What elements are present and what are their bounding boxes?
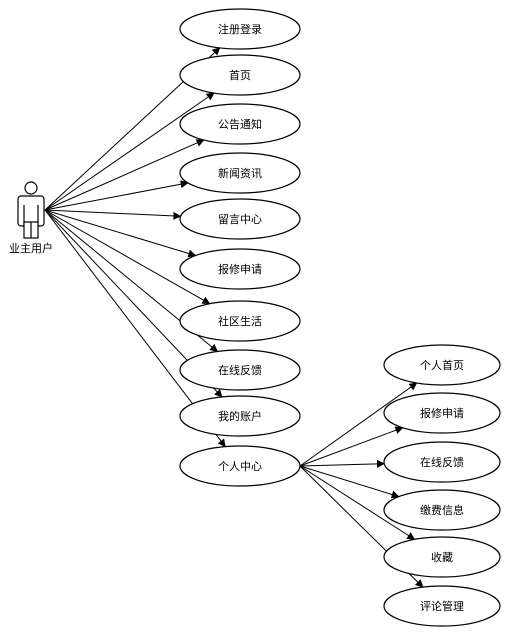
- edge-actor-to-usecase-6: [44, 209, 211, 305]
- use-case-1: 首页: [179, 54, 301, 96]
- use-case-6-label: 社区生活: [218, 314, 262, 328]
- use-case-4: 留言中心: [179, 198, 301, 240]
- use-case-7-label: 在线反馈: [218, 363, 262, 377]
- sub-use-case-0-label: 个人首页: [420, 358, 464, 372]
- use-case-5-ellipse: [179, 248, 301, 290]
- edge-personal-center-to-sub-0: [299, 382, 418, 467]
- use-case-0: 注册登录: [179, 8, 301, 50]
- use-case-8-ellipse: [179, 395, 301, 437]
- edge-actor-to-usecase-4: [44, 209, 182, 220]
- edge-actor-to-usecase-3: [44, 180, 189, 211]
- use-case-3-label: 新闻资讯: [218, 166, 262, 180]
- use-case-9-label: 个人中心: [218, 460, 262, 473]
- sub-use-case-2: 在线反馈: [383, 441, 501, 483]
- nodes: 注册登录首页公告通知新闻资讯留言中心报修申请社区生活在线反馈我的账户个人中心个人…: [179, 8, 501, 627]
- edge-actor-to-usecase-5: [44, 209, 197, 258]
- use-case-7-ellipse: [179, 349, 301, 391]
- use-case-1-ellipse: [179, 54, 301, 96]
- use-case-5: 报修申请: [179, 248, 301, 290]
- edge-personal-center-to-sub-1: [299, 426, 404, 467]
- use-case-0-label: 注册登录: [218, 22, 262, 36]
- use-case-4-label: 留言中心: [218, 213, 262, 226]
- edge-personal-center-to-sub-2: [299, 459, 385, 468]
- sub-use-case-0: 个人首页: [383, 344, 501, 386]
- sub-use-case-5: 评论管理: [383, 585, 501, 627]
- use-case-6-ellipse: [179, 300, 301, 342]
- edge-actor-to-usecase-1: [44, 92, 215, 211]
- use-case-0-ellipse: [179, 8, 301, 50]
- user-actor-icon: [17, 181, 45, 239]
- sub-use-case-3-label: 缴费信息: [420, 503, 464, 517]
- sub-use-case-4-label: 收藏: [431, 550, 453, 564]
- use-case-1-label: 首页: [229, 68, 251, 82]
- sub-use-case-4-ellipse: [383, 536, 501, 578]
- edge-personal-center-to-sub-3: [299, 465, 400, 499]
- use-case-7: 在线反馈: [179, 349, 301, 391]
- sub-use-case-1-ellipse: [383, 392, 501, 434]
- use-case-9-ellipse: [179, 445, 301, 487]
- sub-use-case-5-label: 评论管理: [420, 599, 464, 613]
- use-case-2-ellipse: [179, 103, 301, 145]
- use-case-3: 新闻资讯: [179, 152, 301, 194]
- sub-use-case-5-ellipse: [383, 585, 501, 627]
- use-case-2-label: 公告通知: [218, 117, 262, 131]
- use-case-9: 个人中心: [179, 445, 301, 487]
- edge-personal-center-to-sub-4: [299, 465, 416, 540]
- sub-use-case-3-ellipse: [383, 489, 501, 531]
- use-case-5-label: 报修申请: [218, 262, 262, 276]
- sub-use-case-1-label: 报修申请: [420, 406, 464, 420]
- use-case-2: 公告通知: [179, 103, 301, 145]
- sub-use-case-1: 报修申请: [383, 392, 501, 434]
- use-case-6: 社区生活: [179, 300, 301, 342]
- sub-use-case-3: 缴费信息: [383, 489, 501, 531]
- sub-use-case-2-ellipse: [383, 441, 501, 483]
- use-case-8-label: 我的账户: [218, 409, 262, 423]
- edge-actor-to-usecase-2: [44, 139, 205, 211]
- use-case-8: 我的账户: [179, 395, 301, 437]
- use-case-4-ellipse: [179, 198, 301, 240]
- actor-label: 业主用户: [9, 241, 53, 255]
- sub-use-case-0-ellipse: [383, 344, 501, 386]
- sub-use-case-4: 收藏: [383, 536, 501, 578]
- actor-user: 业主用户: [9, 181, 53, 255]
- use-case-3-ellipse: [179, 152, 301, 194]
- sub-use-case-2-label: 在线反馈: [420, 455, 464, 469]
